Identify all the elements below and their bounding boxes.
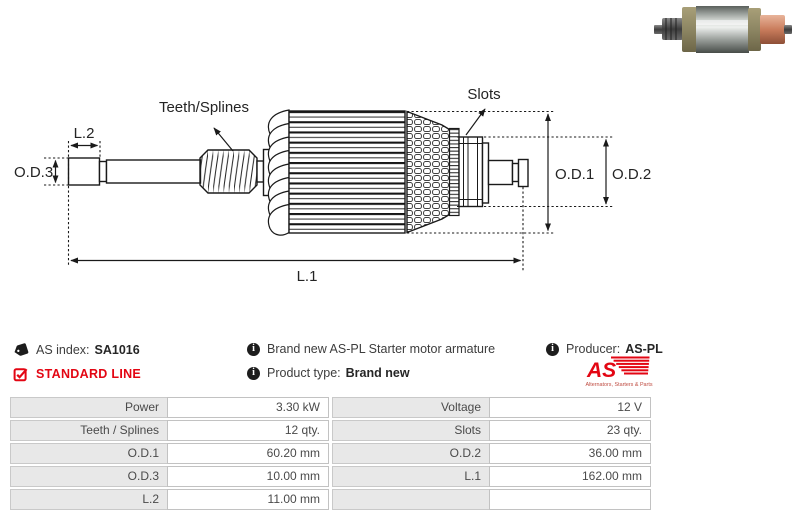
winding-mesh bbox=[406, 110, 453, 234]
table-row: Teeth / Splines 12 qty. Slots 23 qty. bbox=[10, 420, 651, 441]
spec-label-cell: Slots bbox=[332, 420, 490, 441]
spec-label-cell: Power bbox=[10, 397, 168, 418]
leader-teeth-splines bbox=[213, 127, 234, 152]
spec-value-cell: 23 qty. bbox=[489, 420, 651, 441]
label-od2: O.D.2 bbox=[612, 166, 651, 183]
spec-value-cell: 12 V bbox=[489, 397, 651, 418]
spec-label-cell bbox=[332, 489, 490, 510]
product-type-label: Product type: bbox=[267, 366, 341, 380]
table-row: L.2 11.00 mm bbox=[10, 489, 651, 510]
info-icon: i bbox=[247, 366, 260, 380]
spec-label-cell: Voltage bbox=[332, 397, 490, 418]
dimension-lines bbox=[44, 108, 614, 272]
winding-fan bbox=[267, 109, 290, 236]
spec-label-cell: O.D.1 bbox=[10, 443, 168, 464]
table-row: Power 3.30 kW Voltage 12 V bbox=[10, 397, 651, 418]
spec-label-cell: O.D.3 bbox=[10, 466, 168, 487]
commutator-section bbox=[458, 136, 484, 208]
spec-label-cell: Teeth / Splines bbox=[10, 420, 168, 441]
label-l1: L.1 bbox=[297, 268, 318, 285]
table-row: O.D.3 10.00 mm L.1 162.00 mm bbox=[10, 466, 651, 487]
product-description: Brand new AS-PL Starter motor armature bbox=[267, 342, 496, 356]
spec-label-cell: O.D.2 bbox=[332, 443, 490, 464]
product-photo bbox=[654, 6, 792, 53]
description-row: i Brand new AS-PL Starter motor armature bbox=[247, 342, 495, 356]
spec-value-cell: 162.00 mm bbox=[489, 466, 651, 487]
label-l2: L.2 bbox=[74, 125, 95, 142]
logo-tagline: Alternators, Starters & Parts bbox=[585, 382, 652, 388]
producer-value: AS-PL bbox=[625, 342, 663, 356]
as-index-row: AS index: SA1016 bbox=[13, 342, 140, 358]
checked-box-icon bbox=[13, 368, 28, 382]
product-type-row: i Product type: Brand new bbox=[247, 366, 410, 380]
core-section bbox=[288, 110, 406, 234]
standard-line-badge: STANDARD LINE bbox=[36, 367, 142, 381]
info-icon: i bbox=[247, 342, 260, 356]
spec-value-cell: 12 qty. bbox=[167, 420, 329, 441]
spec-value-cell: 60.20 mm bbox=[167, 443, 329, 464]
leader-slots bbox=[465, 108, 486, 136]
logo-text: AS bbox=[586, 359, 616, 382]
spec-table: Power 3.30 kW Voltage 12 V Teeth / Splin… bbox=[10, 397, 651, 512]
product-type-value: Brand new bbox=[345, 366, 410, 380]
logo-stripes bbox=[611, 356, 650, 375]
label-od1: O.D.1 bbox=[555, 166, 594, 183]
spec-value-cell bbox=[489, 489, 651, 510]
label-slots: Slots bbox=[467, 86, 500, 103]
info-icon: i bbox=[546, 342, 559, 356]
spec-value-cell: 3.30 kW bbox=[167, 397, 329, 418]
as-index-value: SA1016 bbox=[94, 343, 140, 357]
spec-label-cell: L.2 bbox=[10, 489, 168, 510]
spec-value-cell: 10.00 mm bbox=[167, 466, 329, 487]
spec-label-cell: L.1 bbox=[332, 466, 490, 487]
producer-row: i Producer: AS-PL bbox=[546, 342, 663, 356]
as-index-label: AS index: bbox=[36, 343, 90, 357]
spec-value-cell: 36.00 mm bbox=[489, 443, 651, 464]
tag-icon bbox=[14, 343, 29, 356]
label-od3: O.D.3 bbox=[14, 164, 53, 181]
standard-line-row: STANDARD LINE bbox=[13, 366, 141, 382]
as-pl-logo: AS Alternators, Starters & Parts bbox=[585, 356, 653, 388]
table-row: O.D.1 60.20 mm O.D.2 36.00 mm bbox=[10, 443, 651, 464]
splines-section bbox=[199, 149, 258, 194]
producer-label: Producer: bbox=[566, 342, 621, 356]
spec-value-cell: 11.00 mm bbox=[167, 489, 329, 510]
label-teeth-splines: Teeth/Splines bbox=[159, 99, 249, 116]
armature-diagram: Teeth/Splines Slots L.2 O.D.3 O.D.1 O.D.… bbox=[14, 86, 651, 285]
armature-drawing bbox=[67, 109, 529, 236]
